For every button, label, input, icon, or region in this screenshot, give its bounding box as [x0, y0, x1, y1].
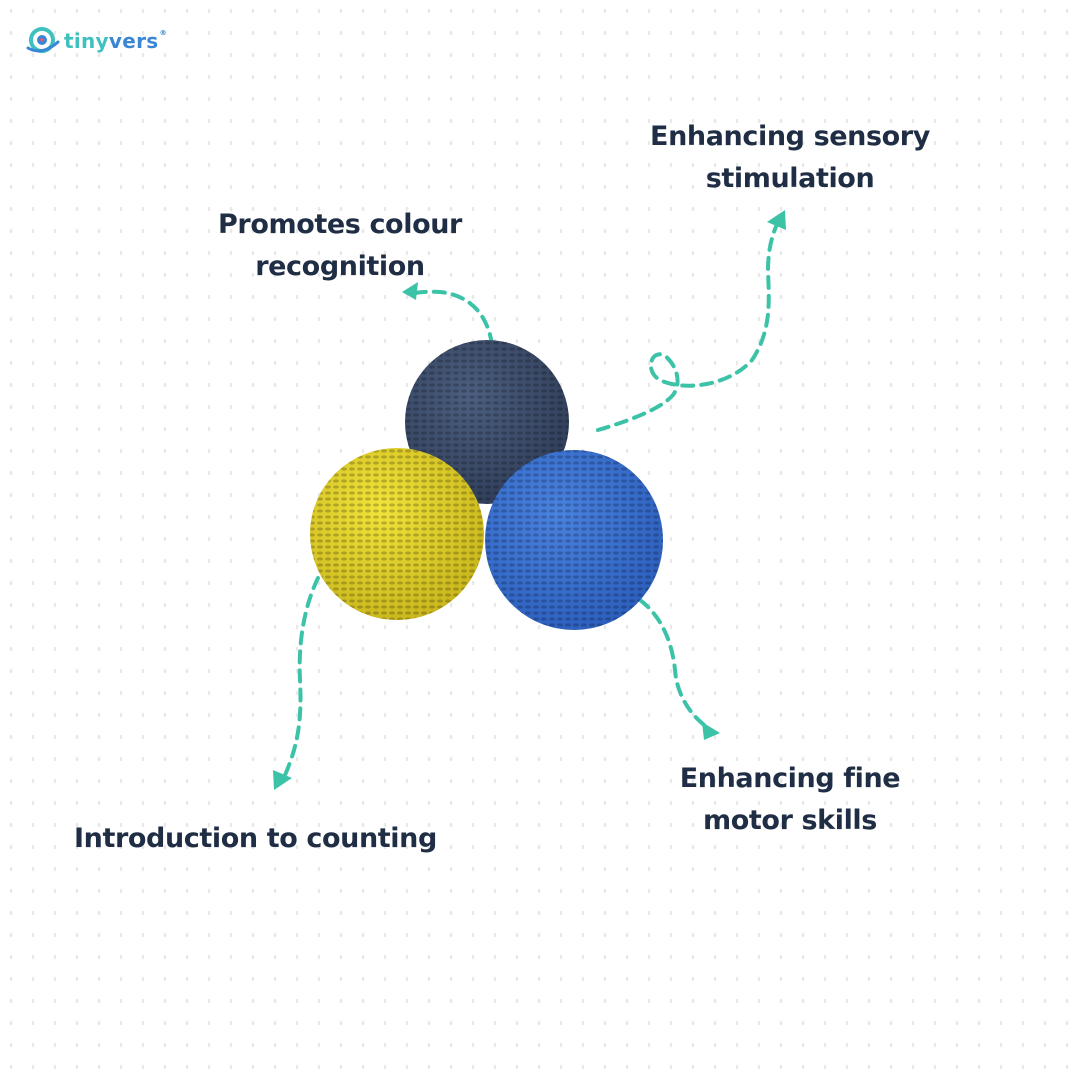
- arrow-colour-path: [406, 289, 494, 347]
- arrowhead-sensory-icon: [767, 210, 786, 230]
- benefit-counting-label: Introduction to counting: [60, 818, 484, 860]
- benefit-sensory-label: Enhancing sensory stimulation: [620, 116, 960, 200]
- arrowhead-counting-icon: [273, 770, 292, 790]
- logo-wordmark: tinyvers®: [64, 29, 167, 53]
- arrow-counting-path: [283, 576, 320, 777]
- arrowhead-motor-icon: [702, 722, 720, 740]
- arrowhead-colour-icon: [402, 282, 418, 300]
- logo-text-tiny: tiny: [64, 29, 109, 53]
- benefit-colour-label: Promotes colour recognition: [190, 204, 490, 288]
- benefit-motor-label: Enhancing fine motor skills: [640, 758, 940, 842]
- ball-blue: [485, 450, 663, 630]
- crochet-balls-image: [310, 340, 663, 630]
- brand-logo: tinyvers®: [26, 26, 167, 56]
- benefit-counting-line1: Introduction to counting: [74, 823, 437, 854]
- registered-mark: ®: [159, 29, 167, 37]
- benefit-colour-line2: recognition: [255, 251, 425, 282]
- arrow-sensory-path: [596, 220, 780, 432]
- benefit-sensory-line2: stimulation: [705, 163, 875, 194]
- benefit-sensory-line1: Enhancing sensory: [650, 121, 930, 152]
- benefit-colour-line1: Promotes colour: [218, 209, 462, 240]
- logo-mark-icon: [26, 27, 60, 53]
- logo-text-vers: vers: [108, 29, 159, 53]
- benefit-motor-line1: Enhancing fine: [679, 763, 901, 794]
- ball-yellow: [310, 448, 484, 620]
- arrow-motor-path: [638, 598, 710, 730]
- benefit-motor-line2: motor skills: [703, 805, 877, 836]
